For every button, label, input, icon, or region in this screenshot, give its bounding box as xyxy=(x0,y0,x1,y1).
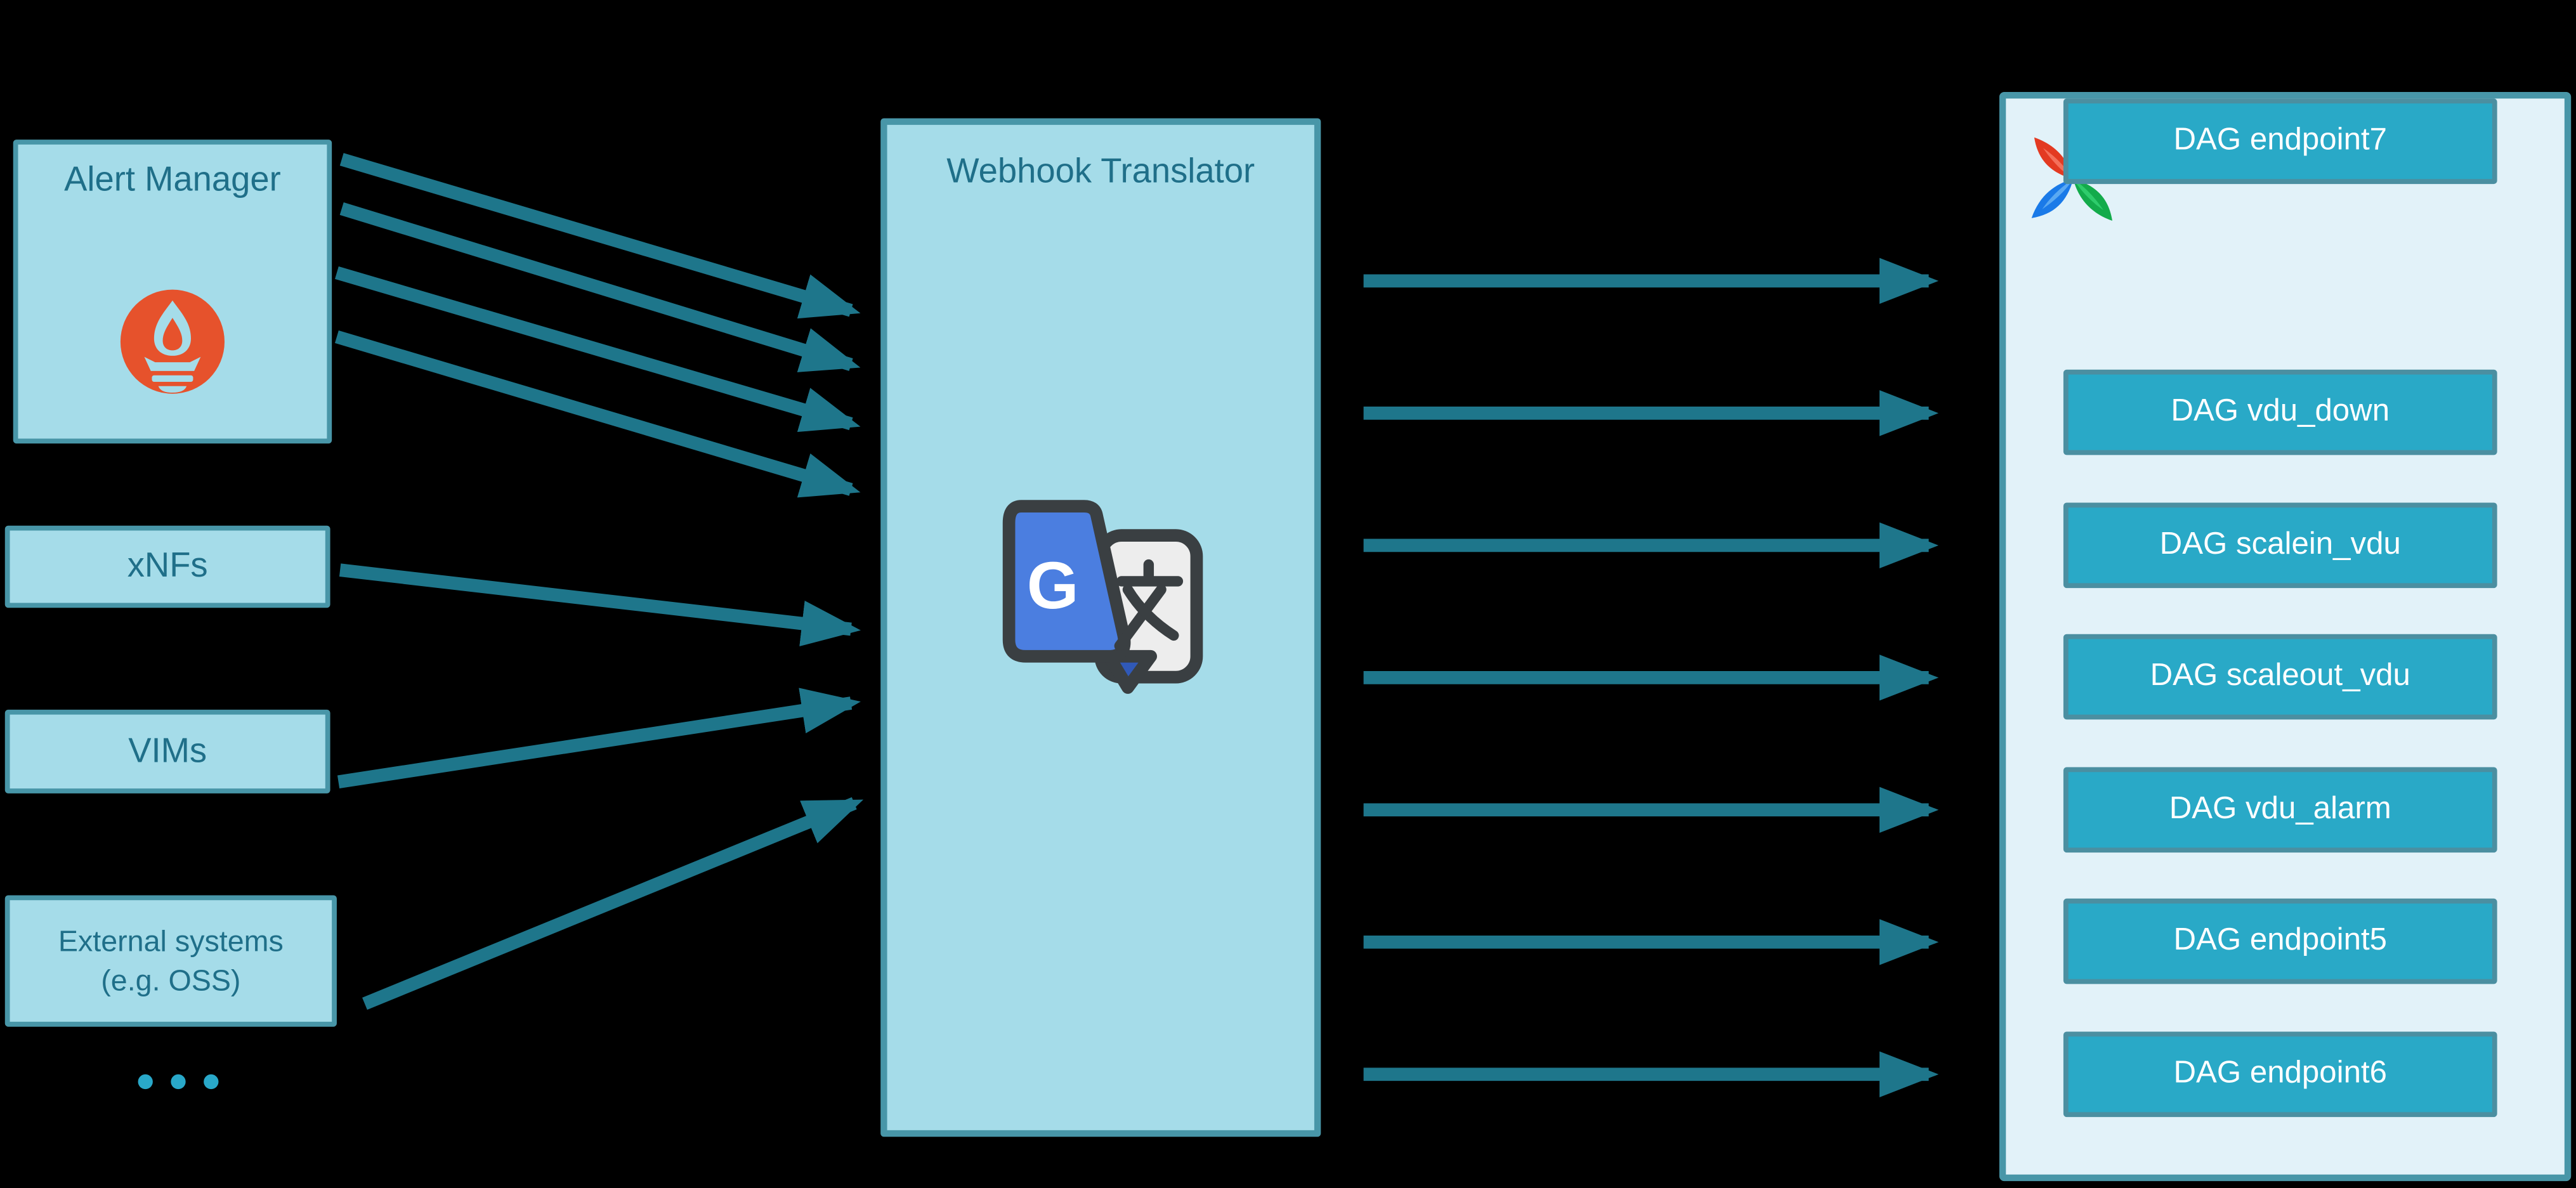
dag-box-vdu-down: DAG vdu_down xyxy=(2063,369,2497,455)
arrow-vims xyxy=(337,688,861,789)
dag-label: DAG scalein_vdu xyxy=(2159,527,2401,562)
external-systems-label-line2: (e.g. OSS) xyxy=(101,964,241,998)
arrow-alertmanager-4 xyxy=(334,330,861,498)
dag-box-endpoint5: DAG endpoint5 xyxy=(2063,898,2497,984)
dag-label: DAG vdu_alarm xyxy=(2169,792,2391,826)
xnfs-box: xNFs xyxy=(4,525,330,608)
dag-box-scalein-vdu: DAG scalein_vdu xyxy=(2063,502,2497,589)
dag-box-vdu-alarm: DAG vdu_alarm xyxy=(2063,767,2497,853)
arrow-xnfs xyxy=(339,563,861,647)
arrow-alertmanager-3 xyxy=(335,266,861,433)
dag-box-endpoint6: DAG endpoint6 xyxy=(2063,1031,2497,1118)
translator-title-line1: Webhook xyxy=(946,152,1092,191)
alert-manager-box: Alert Manager xyxy=(13,140,332,444)
arrow-alertmanager-2 xyxy=(339,202,861,372)
translator-title-line2: Translator xyxy=(1101,152,1255,191)
airflow-panel: Airflow DAG vdu_down DAG scalein_vdu DAG… xyxy=(1999,92,2572,1182)
webhook-translator-box: Webhook Translator G xyxy=(880,118,1321,1137)
dag-label: DAG vdu_down xyxy=(2171,394,2390,429)
google-translate-icon: G xyxy=(991,490,1211,707)
arrow-external xyxy=(362,797,864,1010)
ellipsis-dots xyxy=(138,1074,219,1090)
external-systems-label-line1: External systems xyxy=(58,924,284,958)
vims-box: VIMs xyxy=(4,709,330,793)
dag-label: DAG scaleout_vdu xyxy=(2150,658,2410,693)
dag-box-endpoint7: DAG endpoint7 xyxy=(2063,98,2497,185)
prometheus-icon xyxy=(118,287,226,396)
dag-box-scaleout-vdu: DAG scaleout_vdu xyxy=(2063,634,2497,720)
arrow-alertmanager-1 xyxy=(339,153,861,319)
xnfs-label: xNFs xyxy=(127,547,208,585)
dag-label: DAG endpoint6 xyxy=(2173,1056,2388,1091)
external-systems-box: External systems (e.g. OSS) xyxy=(4,895,337,1027)
alert-manager-label: Alert Manager xyxy=(64,160,281,199)
dag-label: DAG endpoint7 xyxy=(2173,123,2388,158)
dag-label: DAG endpoint5 xyxy=(2173,923,2388,958)
svg-text:G: G xyxy=(1027,549,1079,623)
vims-label: VIMs xyxy=(128,731,207,770)
